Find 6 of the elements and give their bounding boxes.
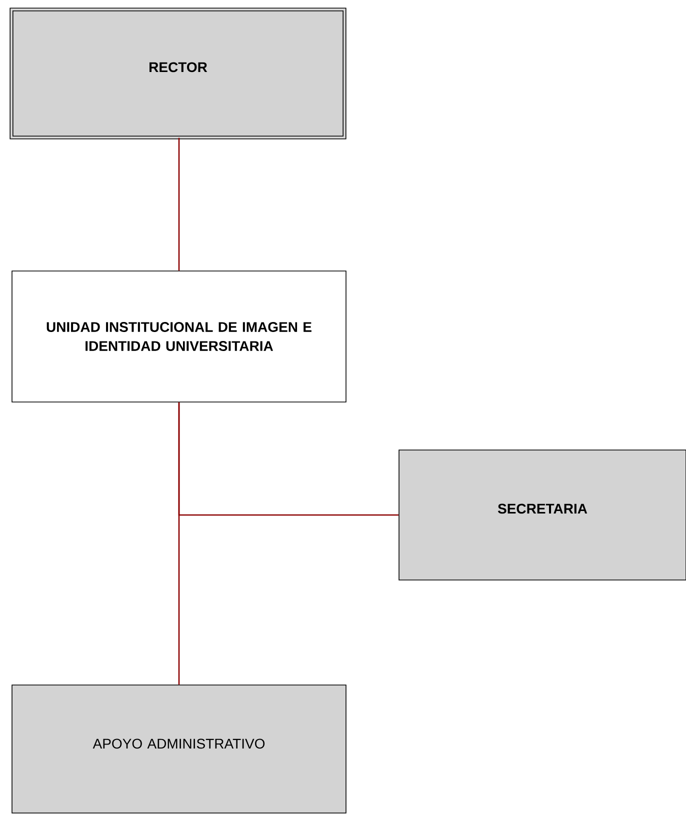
connector-line xyxy=(178,138,180,271)
title-box: RECTOR xyxy=(10,8,346,140)
org-box: APOYO ADMINISTRATIVO xyxy=(12,684,346,814)
org-box: UNIDAD INSTITUCIONAL DE IMAGEN E IDENTIDAD UNIVERSITARIA xyxy=(12,270,346,402)
connector-line xyxy=(178,402,180,685)
org-box: SECRETARIA xyxy=(398,450,686,580)
